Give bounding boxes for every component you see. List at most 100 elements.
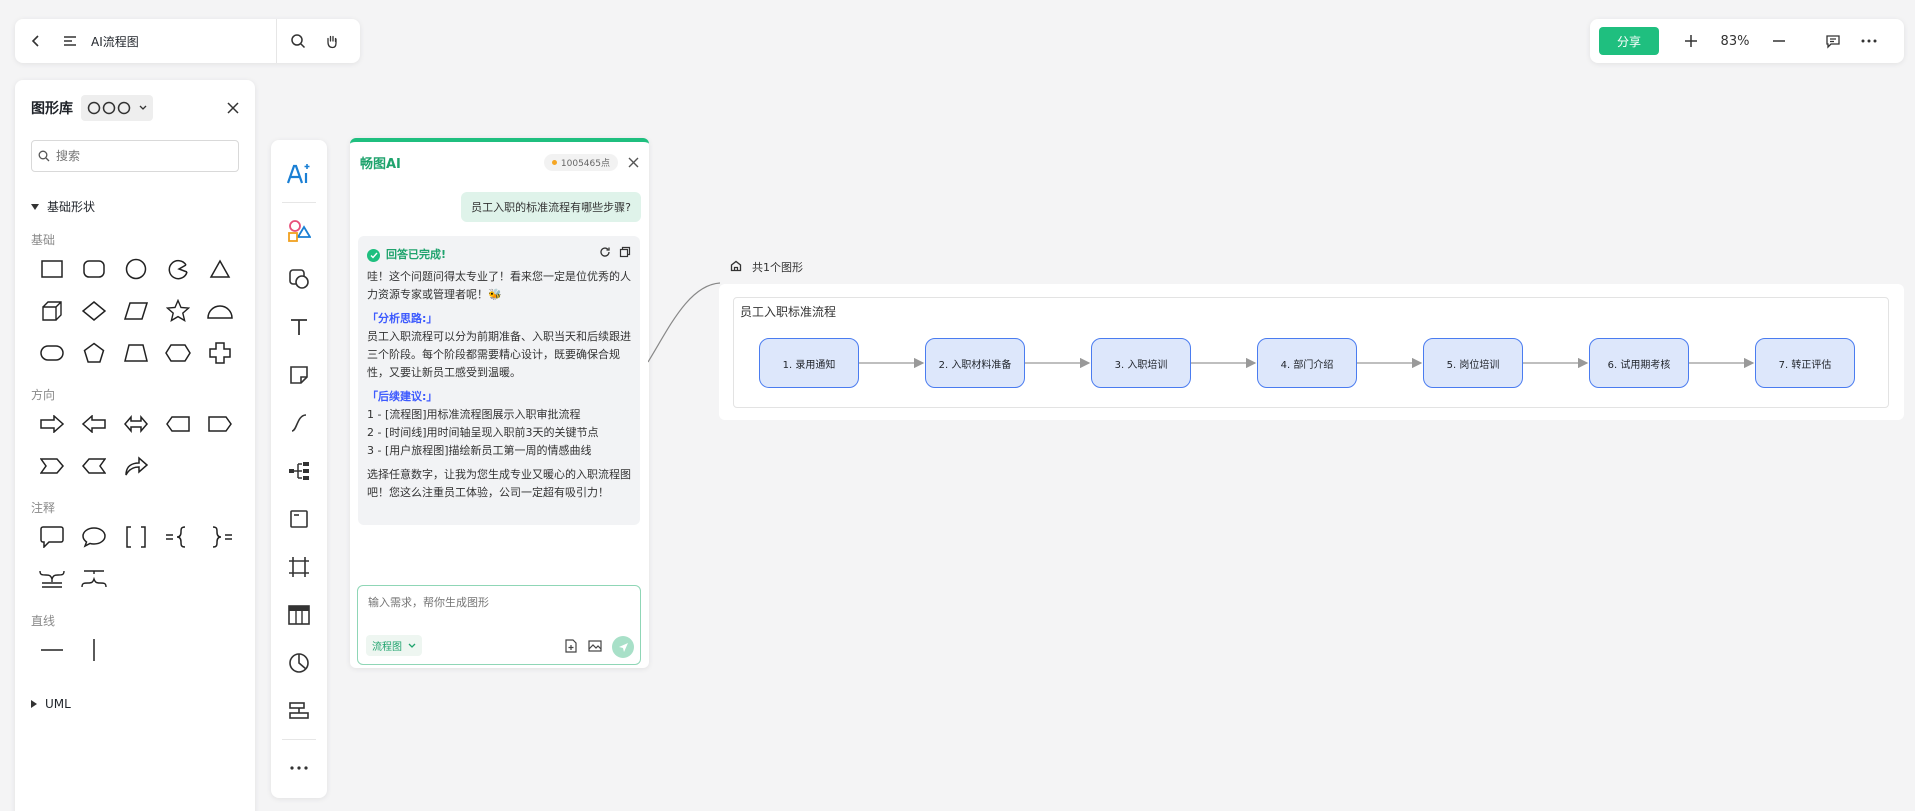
upload-image-icon[interactable] — [588, 638, 602, 657]
share-button[interactable]: 分享 — [1599, 27, 1659, 55]
arrow-double-icon[interactable] — [115, 407, 157, 441]
top-right-bar: 分享 83% — [1590, 19, 1904, 63]
more-icon[interactable] — [279, 748, 319, 788]
minus-icon[interactable] — [1761, 23, 1797, 59]
pentagon-icon[interactable] — [73, 336, 115, 370]
stadium-icon[interactable] — [31, 336, 73, 370]
horizontal-line-icon[interactable] — [31, 633, 73, 667]
answer-status: 回答已完成! — [367, 246, 631, 264]
flow-node-1[interactable]: 1. 录用通知 — [759, 338, 859, 388]
section-uml-label: UML — [45, 697, 71, 711]
flow-node-6[interactable]: 6. 试用期考核 — [1589, 338, 1689, 388]
triangle-icon[interactable] — [199, 252, 241, 286]
chevron-right-shape-icon[interactable] — [31, 449, 73, 483]
copy-icon[interactable] — [619, 246, 631, 264]
diagram-type-dropdown[interactable]: 流程图 — [366, 635, 422, 656]
chevron-left-shape-icon[interactable] — [73, 449, 115, 483]
hand-icon[interactable] — [315, 24, 349, 58]
vertical-toolbar — [271, 140, 327, 798]
rectangle-icon[interactable] — [31, 252, 73, 286]
callout-rect-icon[interactable] — [31, 520, 73, 554]
vertical-line-icon[interactable] — [73, 633, 115, 667]
library-search-box[interactable] — [31, 140, 239, 172]
plus-icon[interactable] — [1673, 23, 1709, 59]
brackets-icon[interactable] — [115, 520, 157, 554]
arrow-left-icon[interactable] — [73, 407, 115, 441]
artboard-icon[interactable] — [279, 547, 319, 587]
pie-chart-icon[interactable] — [279, 643, 319, 683]
align-icon[interactable] — [279, 691, 319, 731]
tag-left-icon[interactable] — [157, 407, 199, 441]
circles-style-icon — [87, 101, 131, 115]
send-icon[interactable] — [612, 636, 634, 658]
arrow-right-icon[interactable] — [31, 407, 73, 441]
menu-icon[interactable] — [53, 24, 87, 58]
library-search-input[interactable] — [56, 149, 216, 163]
brace-up-icon[interactable] — [73, 562, 115, 596]
close-icon[interactable] — [628, 153, 639, 172]
text-tool-icon[interactable] — [279, 307, 319, 347]
circle-icon[interactable] — [115, 252, 157, 286]
search-icon[interactable] — [281, 24, 315, 58]
parallelogram-icon[interactable] — [115, 294, 157, 328]
rounded-rectangle-icon[interactable] — [73, 252, 115, 286]
brace-down-icon[interactable] — [31, 562, 73, 596]
diamond-icon[interactable] — [73, 294, 115, 328]
canvas-group-label[interactable]: 共1个图形 — [730, 259, 803, 275]
brace-right-icon[interactable] — [199, 520, 241, 554]
sticky-note-icon[interactable] — [279, 355, 319, 395]
zoom-level[interactable]: 83% — [1720, 33, 1750, 49]
ai-input-box: 流程图 — [357, 585, 641, 665]
answer-heading: 「分析思路:」 — [367, 312, 438, 325]
curved-arrow-icon[interactable] — [115, 449, 157, 483]
cube-icon[interactable] — [31, 294, 73, 328]
caret-right-icon — [31, 700, 37, 708]
connector-tool-icon[interactable] — [279, 403, 319, 443]
answer-paragraph: 员工入职流程可以分为前期准备、入职当天和后续跟进三个阶段。每个阶段都需要精心设计… — [367, 330, 631, 379]
line-shapes-grid — [31, 633, 239, 667]
search-icon — [38, 150, 50, 162]
annotation-shapes-grid — [31, 520, 239, 596]
ai-name: 畅图AI — [360, 156, 401, 172]
check-icon — [367, 248, 380, 262]
document-title[interactable]: AI流程图 — [91, 34, 139, 49]
subsection-line: 直线 — [31, 614, 56, 628]
points-badge: 1005465点 — [543, 153, 618, 171]
mindmap-icon[interactable] — [279, 451, 319, 491]
flowchart-title[interactable]: 员工入职标准流程 — [740, 305, 837, 319]
cross-icon[interactable] — [199, 336, 241, 370]
panel-connector-line — [648, 282, 721, 363]
comment-icon[interactable] — [1815, 23, 1851, 59]
back-arrow-icon[interactable] — [19, 24, 53, 58]
more-icon[interactable] — [1851, 23, 1887, 59]
ai-icon[interactable] — [279, 154, 319, 194]
trapezoid-icon[interactable] — [115, 336, 157, 370]
library-style-dropdown[interactable] — [81, 95, 153, 121]
refresh-icon[interactable] — [599, 246, 611, 264]
close-icon[interactable] — [227, 99, 239, 118]
toolbar-divider — [282, 202, 316, 203]
semicircle-icon[interactable] — [199, 294, 241, 328]
section-basic-shapes[interactable]: 基础形状 — [31, 198, 239, 215]
frame-icon[interactable] — [279, 499, 319, 539]
ai-prompt-input[interactable] — [368, 594, 630, 624]
shape-tool-icon[interactable] — [279, 259, 319, 299]
answer-tools — [599, 246, 631, 264]
hexagon-icon[interactable] — [157, 336, 199, 370]
section-basic-label: 基础形状 — [47, 200, 96, 214]
tag-right-icon[interactable] — [199, 407, 241, 441]
ai-panel-header: 畅图AI 1005465点 — [350, 147, 649, 177]
partial-circle-icon[interactable] — [157, 252, 199, 286]
section-uml[interactable]: UML — [31, 697, 239, 711]
flow-node-3[interactable]: 3. 入职培训 — [1091, 338, 1191, 388]
table-icon[interactable] — [279, 595, 319, 635]
brace-left-icon[interactable] — [157, 520, 199, 554]
flow-node-7[interactable]: 7. 转正评估 — [1755, 338, 1855, 388]
flow-node-2[interactable]: 2. 入职材料准备 — [925, 338, 1025, 388]
star-icon[interactable] — [157, 294, 199, 328]
flow-node-5[interactable]: 5. 岗位培训 — [1423, 338, 1523, 388]
callout-oval-icon[interactable] — [73, 520, 115, 554]
shapes-library-icon[interactable] — [279, 211, 319, 251]
upload-file-icon[interactable] — [564, 638, 578, 657]
flow-node-4[interactable]: 4. 部门介绍 — [1257, 338, 1357, 388]
